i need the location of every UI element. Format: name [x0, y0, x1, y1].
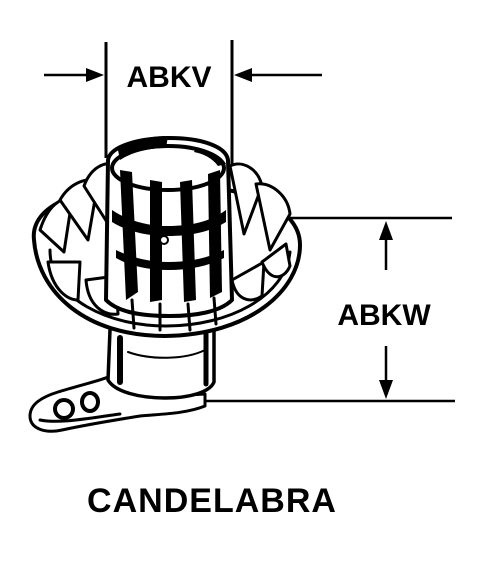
contact-strip: [180, 180, 196, 302]
dimension-label-height: ABKW: [337, 299, 431, 332]
width-arrow-right-head: [234, 68, 252, 82]
dimension-label-width: ABKV: [126, 61, 211, 94]
height-arrow-up-head: [379, 221, 393, 240]
width-arrow-left-head: [86, 68, 104, 82]
center-rivet: [159, 235, 169, 245]
bracket-hole-right: [80, 391, 100, 413]
cup-slot-line: [212, 296, 218, 326]
width-dimension: [44, 40, 322, 176]
contact-strip: [120, 170, 138, 300]
cup-contact-strips: [112, 136, 226, 302]
bracket-hole-left: [53, 398, 75, 420]
socket-cup-opening: [110, 144, 226, 192]
socket-body-cylinder: [106, 324, 216, 400]
figure-caption: CANDELABRA: [87, 482, 337, 520]
contact-strip: [208, 170, 222, 298]
cup-shadow-band: [116, 250, 224, 270]
socket-illustration: [28, 136, 302, 433]
mounting-bracket: [28, 370, 207, 433]
bracket-edge-shade: [38, 412, 122, 423]
cup-slot-line: [130, 298, 136, 330]
cup-slot-line: [186, 302, 192, 332]
contact-strip: [150, 180, 162, 302]
cup-shadow-band: [112, 210, 226, 236]
petal: [254, 182, 292, 252]
socket-body-shading-line: [127, 349, 206, 359]
cup-base-slots: [130, 296, 218, 332]
cup-upper-shade: [118, 136, 168, 160]
height-arrow-down-head: [379, 380, 393, 399]
petal: [260, 242, 292, 279]
petal: [46, 260, 82, 302]
petal: [230, 260, 266, 302]
cup-rim-shade: [194, 148, 226, 166]
